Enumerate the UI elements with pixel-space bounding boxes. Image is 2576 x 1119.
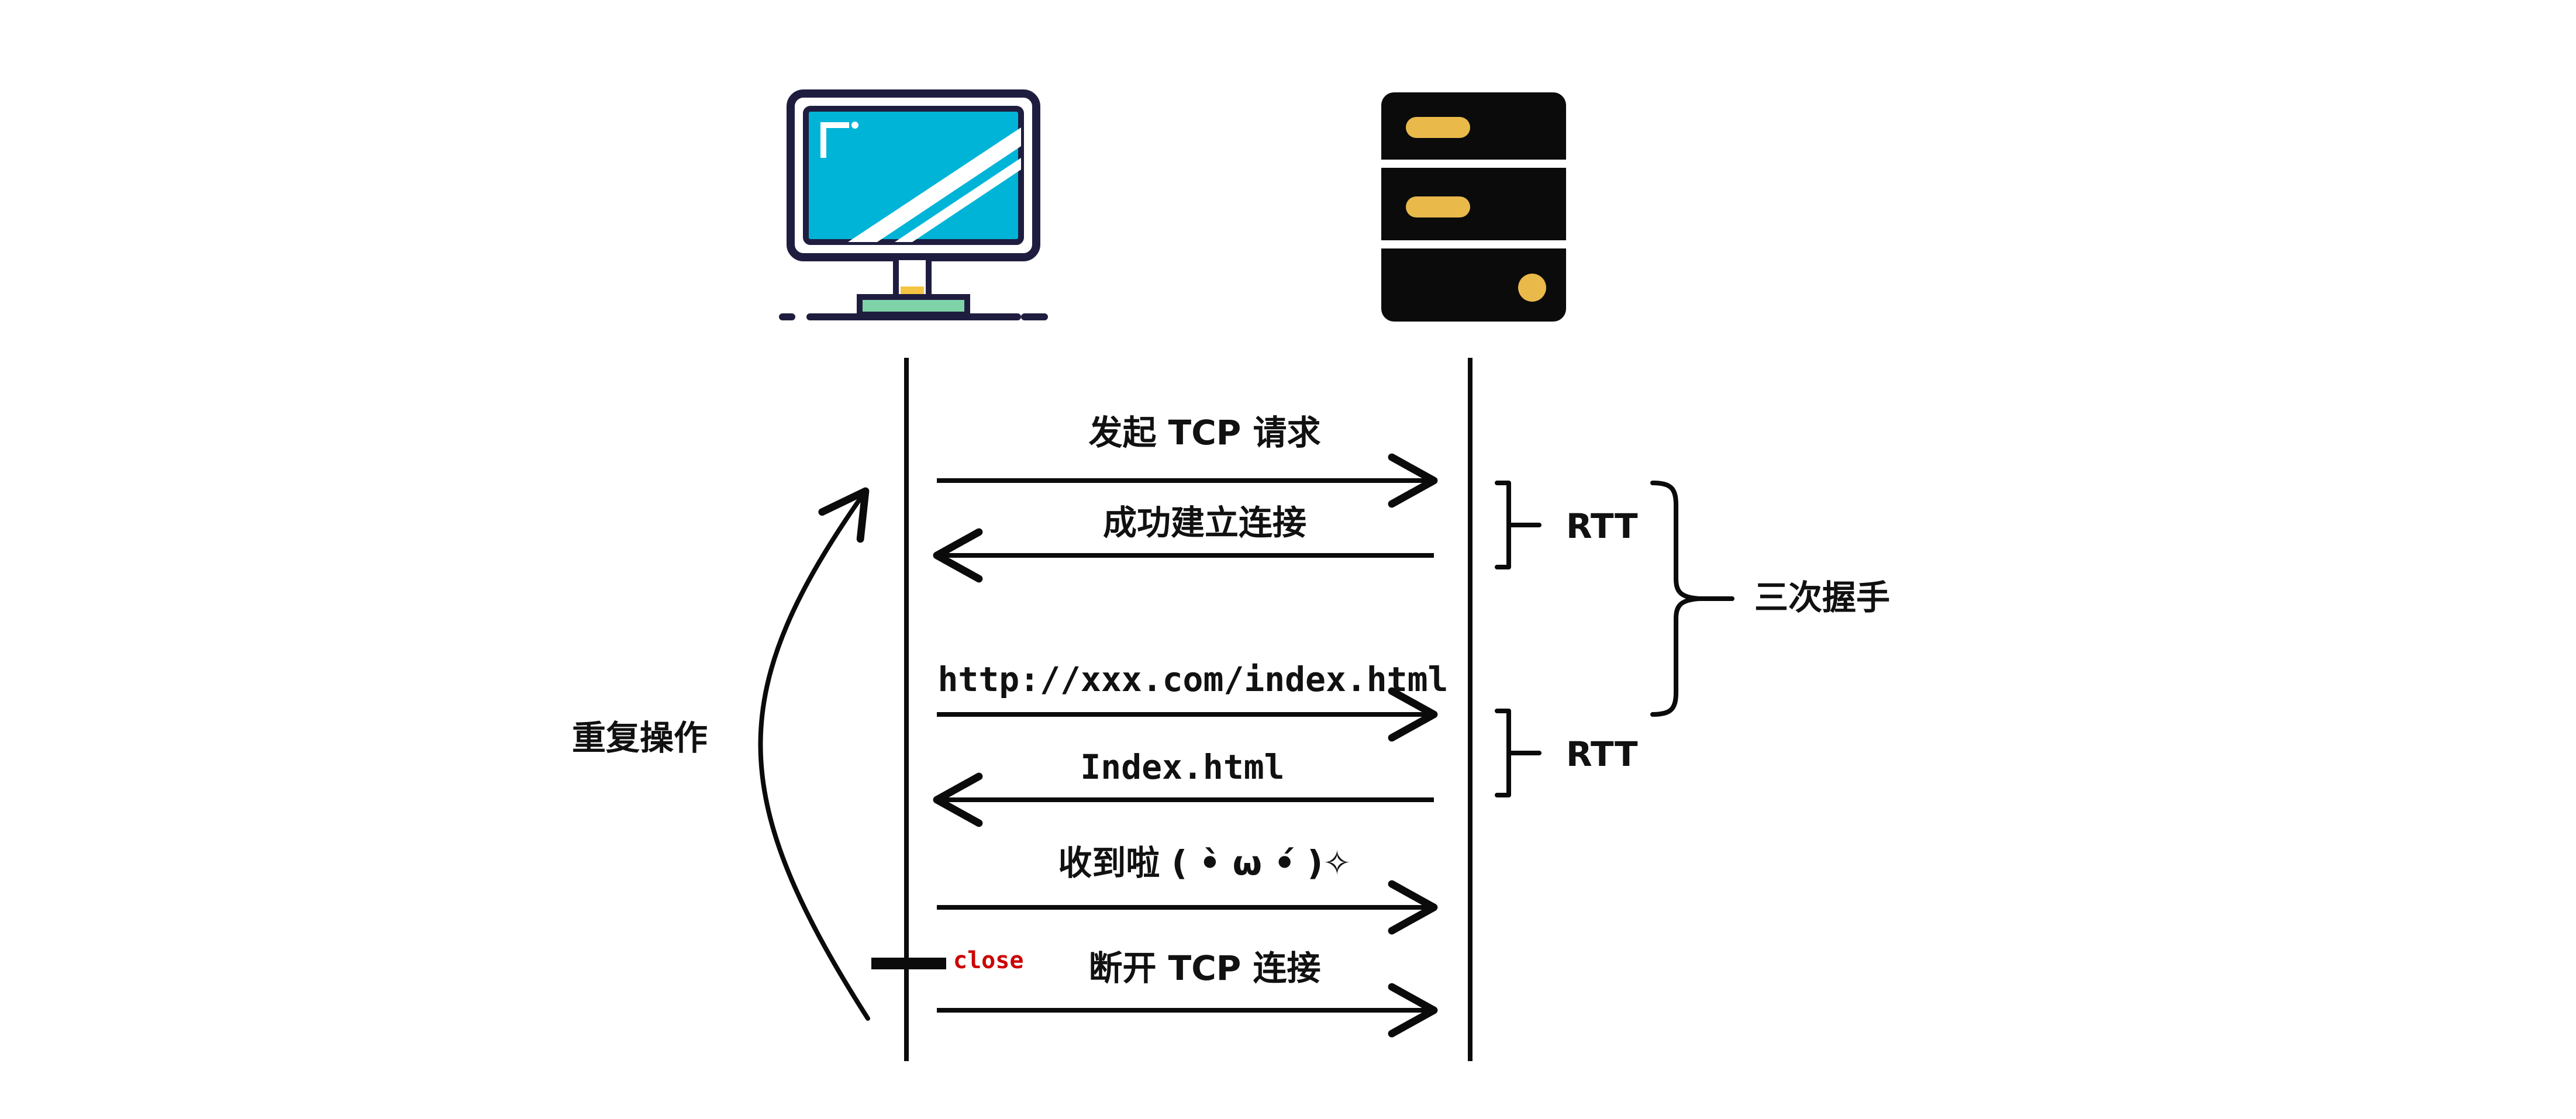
message-label: 断开 TCP 连接 xyxy=(1088,948,1320,988)
message-label: Index.html xyxy=(1080,747,1284,787)
message-2: 成功建立连接 xyxy=(933,503,1434,583)
rtt-label: RTT xyxy=(1566,506,1638,546)
server-icon xyxy=(1381,92,1566,322)
message-label: http://xxx.com/index.html xyxy=(938,659,1449,699)
message-1: 发起 TCP 请求 xyxy=(937,413,1438,508)
message-5: 收到啦 ( •̀ ω •́ )✧ xyxy=(937,843,1438,935)
close-label: close xyxy=(953,947,1023,974)
message-3: http://xxx.com/index.html xyxy=(937,659,1449,742)
rtt-bracket-1: RTT xyxy=(1495,481,1638,569)
repeat-arrow xyxy=(758,487,870,1021)
rtt-label: RTT xyxy=(1566,734,1638,774)
handshake-brace: 三次握手 xyxy=(1650,481,1890,717)
rtt-bracket-2: RTT xyxy=(1495,709,1638,797)
message-4: Index.html xyxy=(933,747,1434,827)
message-6: 断开 TCP 连接 xyxy=(937,948,1438,1038)
message-label: 发起 TCP 请求 xyxy=(1088,413,1320,453)
message-label: 收到啦 ( •̀ ω •́ )✧ xyxy=(1058,843,1351,883)
handshake-label: 三次握手 xyxy=(1754,578,1890,617)
message-label: 成功建立连接 xyxy=(1103,503,1306,543)
repeat-label: 重复操作 xyxy=(572,718,708,758)
monitor-icon xyxy=(779,89,1048,320)
